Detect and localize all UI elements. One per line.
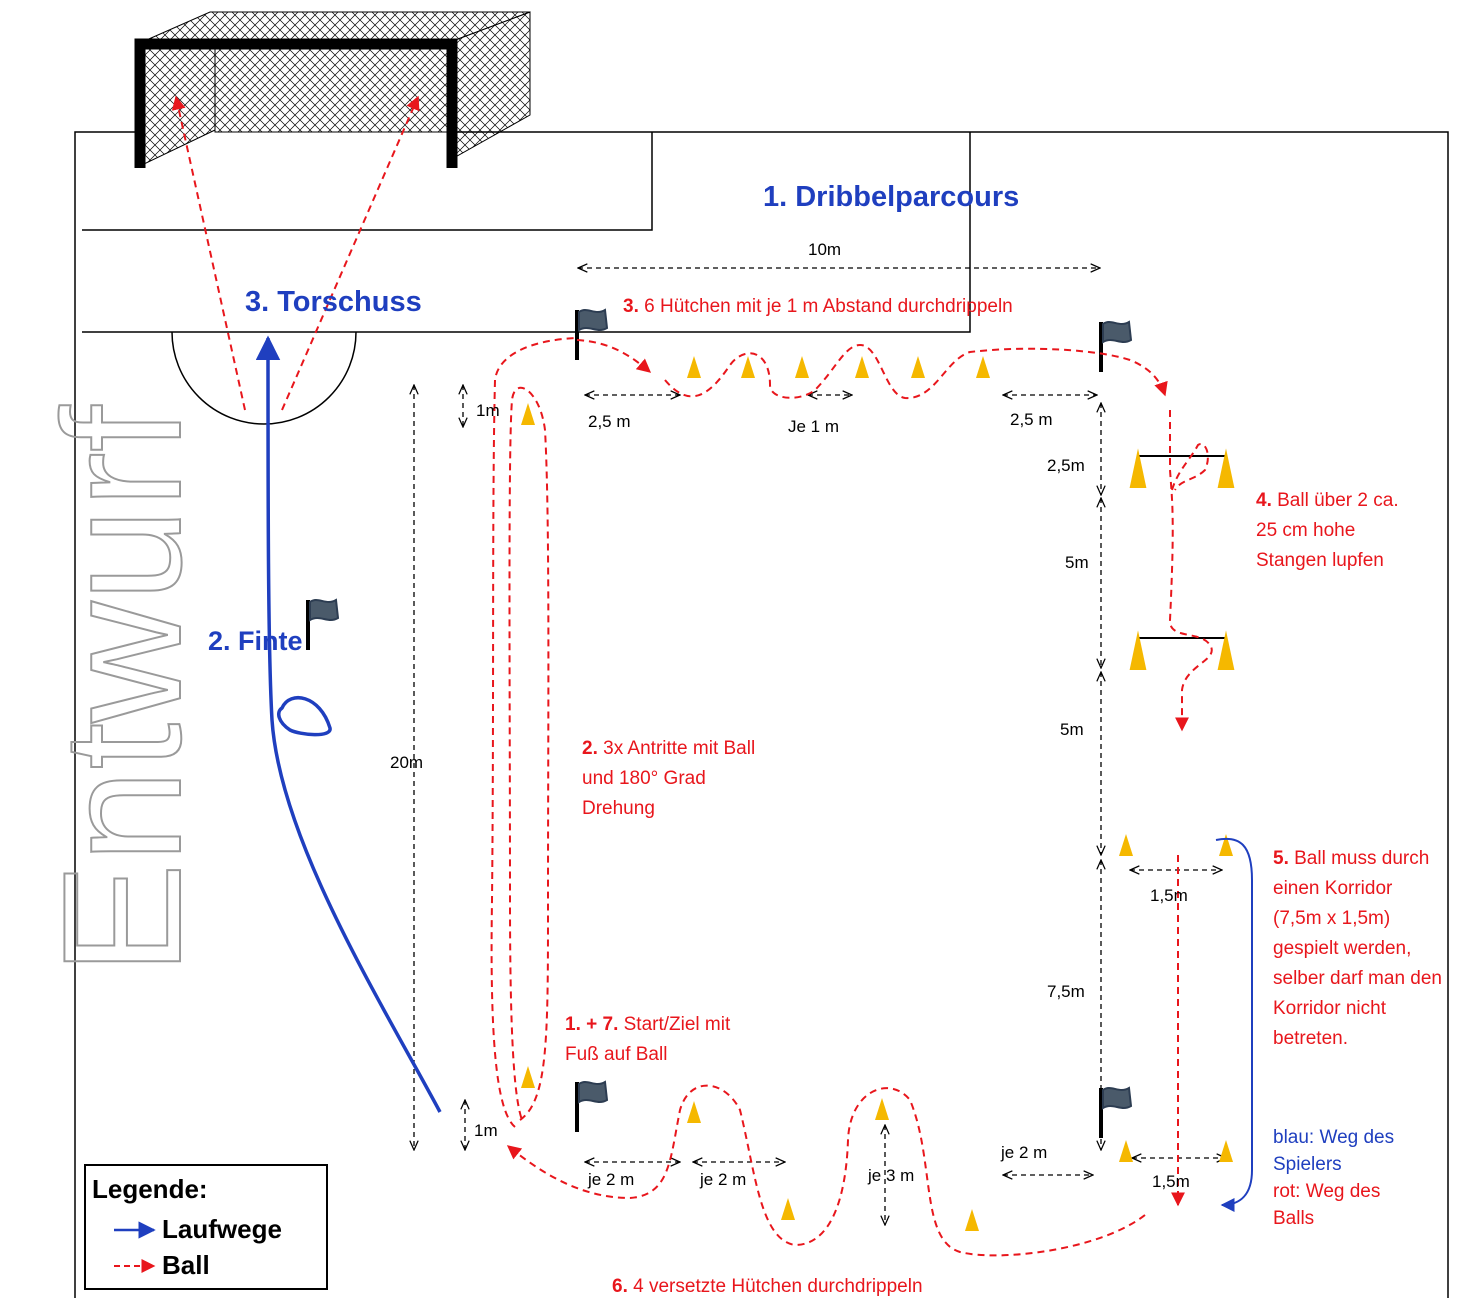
dim-je-1m: Je 1 m: [788, 417, 840, 436]
cone-icon: [911, 356, 925, 378]
legend-ball: Ball: [162, 1250, 210, 1280]
cone-icon: [1217, 448, 1235, 488]
cone-icon: [976, 356, 990, 378]
cone-icon: [521, 1066, 535, 1088]
station-3-text: 3. 6 Hütchen mit je 1 m Abstand durchdri…: [623, 296, 1013, 317]
station-6-text: 6. 4 versetzte Hütchen durchdrippeln: [612, 1276, 923, 1297]
flag-icon: [575, 308, 609, 362]
cone-icon: [795, 356, 809, 378]
dim-je-2m-b: je 2 m: [700, 1170, 747, 1189]
field-lines: [74, 131, 1449, 1298]
note-red: rot: Weg des Balls: [1273, 1181, 1381, 1229]
flag-icon: [306, 598, 340, 652]
dim-1-5m-bottom: 1,5m: [1152, 1172, 1190, 1191]
goal: [134, 11, 531, 168]
station-4-text: 4. Ball über 2 ca. 25 cm hohe Stangen lu…: [1256, 490, 1399, 571]
cone-icon: [1129, 448, 1147, 488]
cone-icon: [687, 1101, 701, 1123]
dim-1m-top: 1m: [476, 401, 500, 420]
cone-icon: [965, 1209, 979, 1231]
station-5-text: 5. Ball muss durch einen Korridor (7,5m …: [1273, 848, 1442, 1049]
corridor-run-path: [1215, 837, 1253, 1212]
station-1-text: 1. + 7. Start/Ziel mit Fuß auf Ball: [565, 1014, 731, 1065]
dim-1-5m-top: 1,5m: [1150, 886, 1188, 905]
note-blue: blau: Weg des Spielers: [1273, 1127, 1395, 1175]
player-paths: [255, 335, 442, 1113]
cone-icon: [1129, 630, 1147, 670]
cone-icon: [741, 356, 755, 378]
crossbars: [1138, 455, 1226, 639]
dim-10m: 10m: [808, 240, 842, 259]
cone-icon: [687, 356, 701, 378]
ball-paths: [171, 95, 1213, 1257]
dim-5m-a: 5m: [1065, 553, 1089, 572]
title-finte: 2. Finte: [208, 626, 303, 656]
cone-icon: [855, 356, 869, 378]
title-torschuss: 3. Torschuss: [245, 286, 422, 318]
dimension-lines: [414, 268, 1226, 1225]
dim-2-5m-left: 2,5 m: [588, 412, 631, 431]
station-2-text: 2. 3x Antritte mit Ball und 180° Grad Dr…: [582, 738, 756, 819]
dim-je-3m: je 3 m: [868, 1166, 915, 1185]
flag-icon: [575, 1080, 609, 1134]
cone-icon: [1119, 1140, 1133, 1162]
title-dribbelparcours: 1. Dribbelparcours: [763, 181, 1020, 213]
cone-icon: [1217, 630, 1235, 670]
cone-icon: [1219, 834, 1233, 856]
dim-7-5m: 7,5m: [1047, 982, 1085, 1001]
legend-markers: [114, 1221, 156, 1273]
dim-je-2m-c: je 2 m: [1001, 1143, 1048, 1162]
cone-icon: [875, 1098, 889, 1120]
flag-icon: [1099, 1086, 1133, 1140]
dim-5m-b: 5m: [1060, 720, 1084, 739]
legend-title: Legende:: [92, 1174, 208, 1204]
dim-1m-bottom: 1m: [474, 1121, 498, 1140]
cone-icon: [781, 1198, 795, 1220]
cone-icon: [1219, 1140, 1233, 1162]
legend: Legende: Laufwege Ball: [84, 1164, 328, 1290]
dim-je-2m-a: je 2 m: [588, 1170, 635, 1189]
watermark: Entwurf: [28, 405, 216, 975]
dim-2-5m-vert: 2,5m: [1047, 456, 1085, 475]
dim-20m: 20m: [390, 753, 424, 772]
flag-icon: [1099, 320, 1133, 374]
legend-run: Laufwege: [162, 1214, 282, 1244]
dim-2-5m-right: 2,5 m: [1010, 410, 1053, 429]
cone-icon: [521, 403, 535, 425]
cone-icon: [1119, 834, 1133, 856]
